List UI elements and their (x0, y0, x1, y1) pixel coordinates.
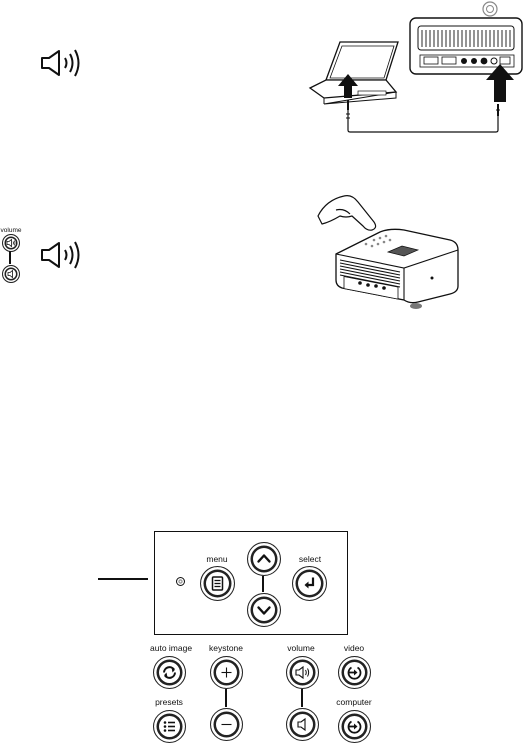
speaker-icon (40, 48, 86, 78)
audio-cable (346, 100, 500, 132)
menu-label: menu (204, 554, 230, 564)
auto-image-icon (154, 657, 185, 688)
side-volume-up-button[interactable] (2, 234, 20, 252)
keypad-callout-line (98, 578, 148, 580)
volume-up-icon (287, 657, 318, 688)
down-arrow-button[interactable] (247, 593, 281, 627)
side-volume-stem (9, 251, 11, 264)
video-label: video (339, 643, 369, 653)
computer-label: computer (333, 697, 375, 707)
up-arrow-icon (248, 543, 280, 575)
volume-up-icon (3, 235, 19, 251)
laptop-projector-connection-illustration (300, 0, 527, 150)
speaker-icon (40, 240, 86, 270)
projector-top-view (336, 229, 458, 309)
up-arrow-button[interactable] (247, 542, 281, 576)
keystone-label: keystone (206, 643, 246, 653)
keystone-down-button[interactable] (210, 708, 243, 741)
select-enter-icon (293, 567, 326, 600)
side-volume-down-button[interactable] (2, 265, 20, 283)
volume-down-icon (3, 266, 19, 282)
presets-label: presets (152, 697, 186, 707)
presets-button[interactable] (153, 710, 186, 743)
computer-button[interactable] (338, 710, 371, 743)
select-label: select (294, 554, 326, 564)
auto-image-label: auto image (150, 643, 190, 653)
volume-down-button[interactable] (286, 708, 319, 741)
auto-image-button[interactable] (153, 656, 186, 689)
plus-icon (211, 657, 242, 688)
source-input-icon (339, 711, 370, 742)
volume-down-icon (287, 709, 318, 740)
down-arrow-icon (248, 594, 280, 626)
laptop-illustration (310, 42, 398, 104)
minus-icon (211, 709, 242, 740)
select-button[interactable] (292, 566, 327, 601)
video-button[interactable] (338, 656, 371, 689)
keystone-stem (225, 689, 227, 707)
projector-rear-view (410, 18, 522, 74)
menu-button[interactable] (200, 566, 235, 601)
arrow-stem (262, 576, 264, 592)
menu-icon (201, 567, 234, 600)
power-led (176, 577, 185, 586)
volume-label: volume (283, 643, 319, 653)
presets-icon (154, 711, 185, 742)
volume-stem (301, 689, 303, 707)
keystone-up-button[interactable] (210, 656, 243, 689)
volume-up-button[interactable] (286, 656, 319, 689)
source-input-icon (339, 657, 370, 688)
hand-illustration (318, 196, 376, 231)
side-volume-label: volume (0, 227, 22, 234)
hand-pressing-projector-illustration (300, 188, 470, 318)
